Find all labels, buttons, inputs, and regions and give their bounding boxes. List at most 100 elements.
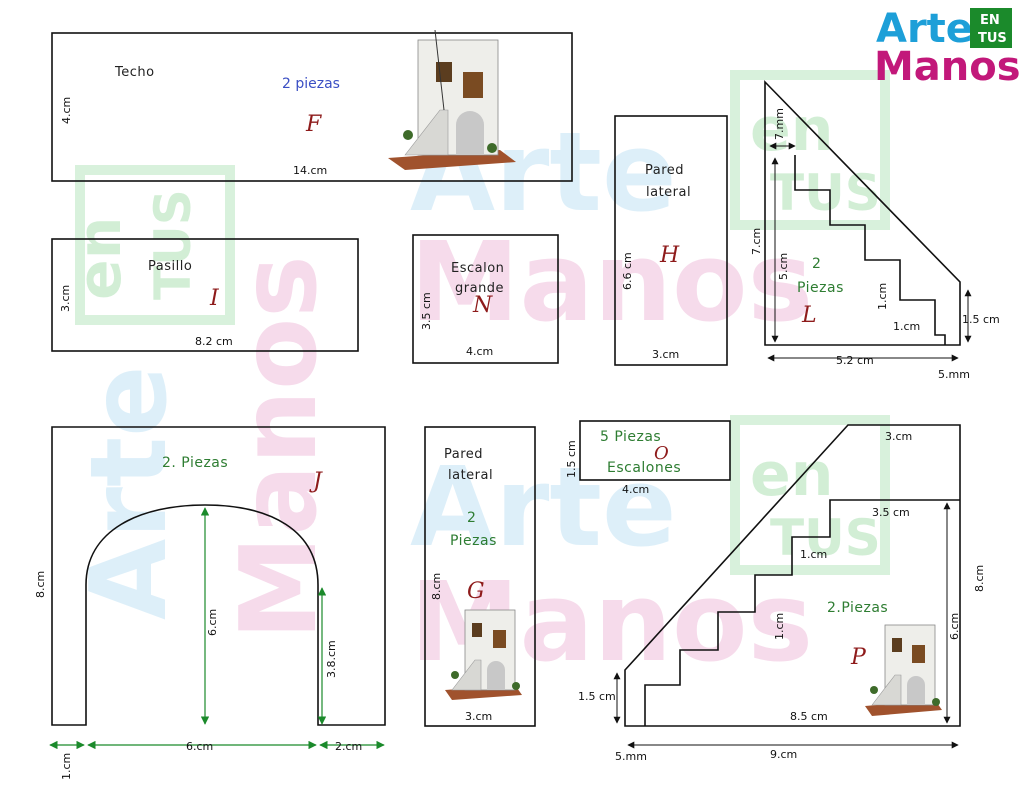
piece-f-letter: F [305, 112, 322, 137]
piece-l-outline [764, 80, 961, 346]
piece-p-top: 3.cm [885, 430, 912, 443]
piece-o-name: Escalones [607, 460, 681, 476]
piece-i-letter: I [209, 286, 220, 311]
logo-en-text: EN [980, 13, 1000, 28]
piece-j-count: 2. Piezas [162, 455, 228, 471]
piece-f: Techo 2 piezas F 14.cm 4.cm [51, 29, 573, 182]
piece-p-step-top: 3.5 cm [872, 506, 910, 519]
piece-p-steps [644, 499, 960, 726]
piece-l-total-height: 7.cm [750, 228, 763, 255]
piece-p: 3.cm 3.5 cm 1.cm 1.cm 2.Piezas P 6.cm 8.… [578, 424, 986, 763]
piece-p-step: 1.cm [800, 548, 827, 561]
piece-o-height: 1.5 cm [565, 440, 578, 478]
piece-j-height: 8.cm [34, 571, 47, 598]
watermark-tus-3: TUS [770, 509, 881, 567]
brand-logo: Arte EN TUS Manos [874, 6, 1021, 90]
piece-l-count-1: 2 [812, 256, 821, 272]
logo-box [970, 8, 1012, 48]
piece-h: Pared lateral H 3.cm 6.6 cm [614, 115, 728, 366]
piece-l-right-height: 1.5 cm [962, 313, 1000, 326]
piece-i-width: 8.2 cm [195, 335, 233, 348]
piece-g-count-2: Piezas [450, 533, 497, 549]
piece-g-name-1: Pared [444, 447, 483, 462]
piece-l-notch: 5.mm [938, 368, 970, 381]
piece-h-width: 3.cm [652, 348, 679, 361]
piece-l-inner-height: 5.cm [777, 253, 790, 280]
piece-p-inner-width: 8.5 cm [790, 710, 828, 723]
piece-j-arch-height: 6.cm [206, 609, 219, 636]
piece-p-letter: P [850, 645, 867, 670]
watermark-en-2: en [750, 95, 833, 165]
watermark-tus-1: TUS [144, 189, 202, 300]
piece-f-name: Techo [114, 65, 155, 80]
watermark-en-3: en [750, 440, 833, 510]
piece-h-name-2: lateral [646, 185, 691, 200]
piece-l-width: 5.2 cm [836, 354, 874, 367]
piece-g-letter: G [467, 579, 485, 604]
logo-tus-text: TUS [978, 31, 1007, 46]
logo-arte-text: Arte [876, 6, 973, 52]
watermark: Arte Manos Arte Manos Arte Manos en TUS … [65, 70, 890, 686]
piece-l-top: 7.mm [773, 108, 786, 140]
piece-h-letter: H [659, 243, 680, 268]
piece-g-width: 3.cm [465, 710, 492, 723]
piece-h-height: 6.6 cm [621, 252, 634, 290]
piece-l-letter: L [801, 303, 817, 328]
watermark-manos-3: Manos [218, 255, 340, 640]
piece-l: 2 Piezas L 7.mm 7.cm 5.cm 1.cm 1.cm 1.5 … [750, 80, 1000, 381]
piece-i: Pasillo I 8.2 cm 3.cm [51, 238, 359, 352]
piece-n-height: 3.5 cm [420, 292, 433, 330]
piece-o: 5 Piezas O Escalones 4.cm 1.5 cm [565, 420, 731, 496]
piece-g-height: 8.cm [430, 573, 443, 600]
piece-p-inner-height: 6.cm [948, 613, 961, 640]
piece-j: 2. Piezas J 6.cm 3.8.cm 8.cm 6.cm 2.cm 1… [34, 426, 386, 780]
piece-o-outline [579, 420, 731, 481]
piece-i-name: Pasillo [148, 259, 192, 274]
piece-n-letter: N [472, 293, 493, 318]
piece-f-width: 14.cm [293, 164, 327, 177]
piece-n-width: 4.cm [466, 345, 493, 358]
house-photo-2 [445, 609, 522, 700]
logo-manos-text: Manos [874, 44, 1021, 90]
piece-j-letter: J [309, 469, 323, 494]
watermark-tus-2: TUS [770, 164, 881, 222]
piece-h-name-1: Pared [645, 163, 684, 178]
piece-i-height: 3.cm [59, 285, 72, 312]
watermark-box-3 [730, 415, 890, 575]
watermark-en-1: en [65, 217, 135, 300]
watermark-arte-3: Arte [68, 366, 190, 620]
piece-l-count-2: Piezas [797, 280, 844, 296]
watermark-box-2 [730, 70, 890, 230]
piece-p-left-height: 1.5 cm [578, 690, 616, 703]
piece-n-name-2: grande [455, 281, 504, 296]
piece-g-count-1: 2 [467, 510, 476, 526]
piece-l-step-width: 1.cm [893, 320, 920, 333]
piece-f-outline [51, 32, 573, 182]
piece-p-width: 9.cm [770, 748, 797, 761]
piece-l-step-height: 1.cm [876, 283, 889, 310]
watermark-arte-2: Arte [410, 443, 677, 571]
piece-l-steps [794, 155, 946, 345]
piece-o-count: 5 Piezas [600, 429, 661, 445]
house-photo-3 [865, 624, 942, 716]
piece-n-name-1: Escalon [451, 261, 504, 276]
piece-n-outline [412, 234, 559, 364]
piece-p-notch: 5.mm [615, 750, 647, 763]
watermark-manos-1: Manos [410, 218, 813, 346]
piece-o-width: 4.cm [622, 483, 649, 496]
piece-f-count: 2 piezas [282, 76, 340, 92]
piece-j-outline [51, 426, 386, 726]
piece-p-height: 8.cm [973, 565, 986, 592]
piece-p-step-height: 1.cm [773, 613, 786, 640]
piece-f-height: 4.cm [60, 97, 73, 124]
piece-i-outline [51, 238, 359, 352]
piece-g-name-2: lateral [448, 468, 493, 483]
piece-g-outline [424, 426, 536, 727]
piece-j-leg-width: 2.cm [335, 740, 362, 753]
piece-j-leg-width-left: 1.cm [60, 753, 73, 780]
piece-o-letter: O [654, 443, 669, 464]
piece-g: Pared lateral 2 Piezas G 8.cm 3.cm [424, 426, 536, 727]
piece-n: Escalon grande N 4.cm 3.5 cm [412, 234, 559, 364]
piece-h-outline [614, 115, 728, 366]
